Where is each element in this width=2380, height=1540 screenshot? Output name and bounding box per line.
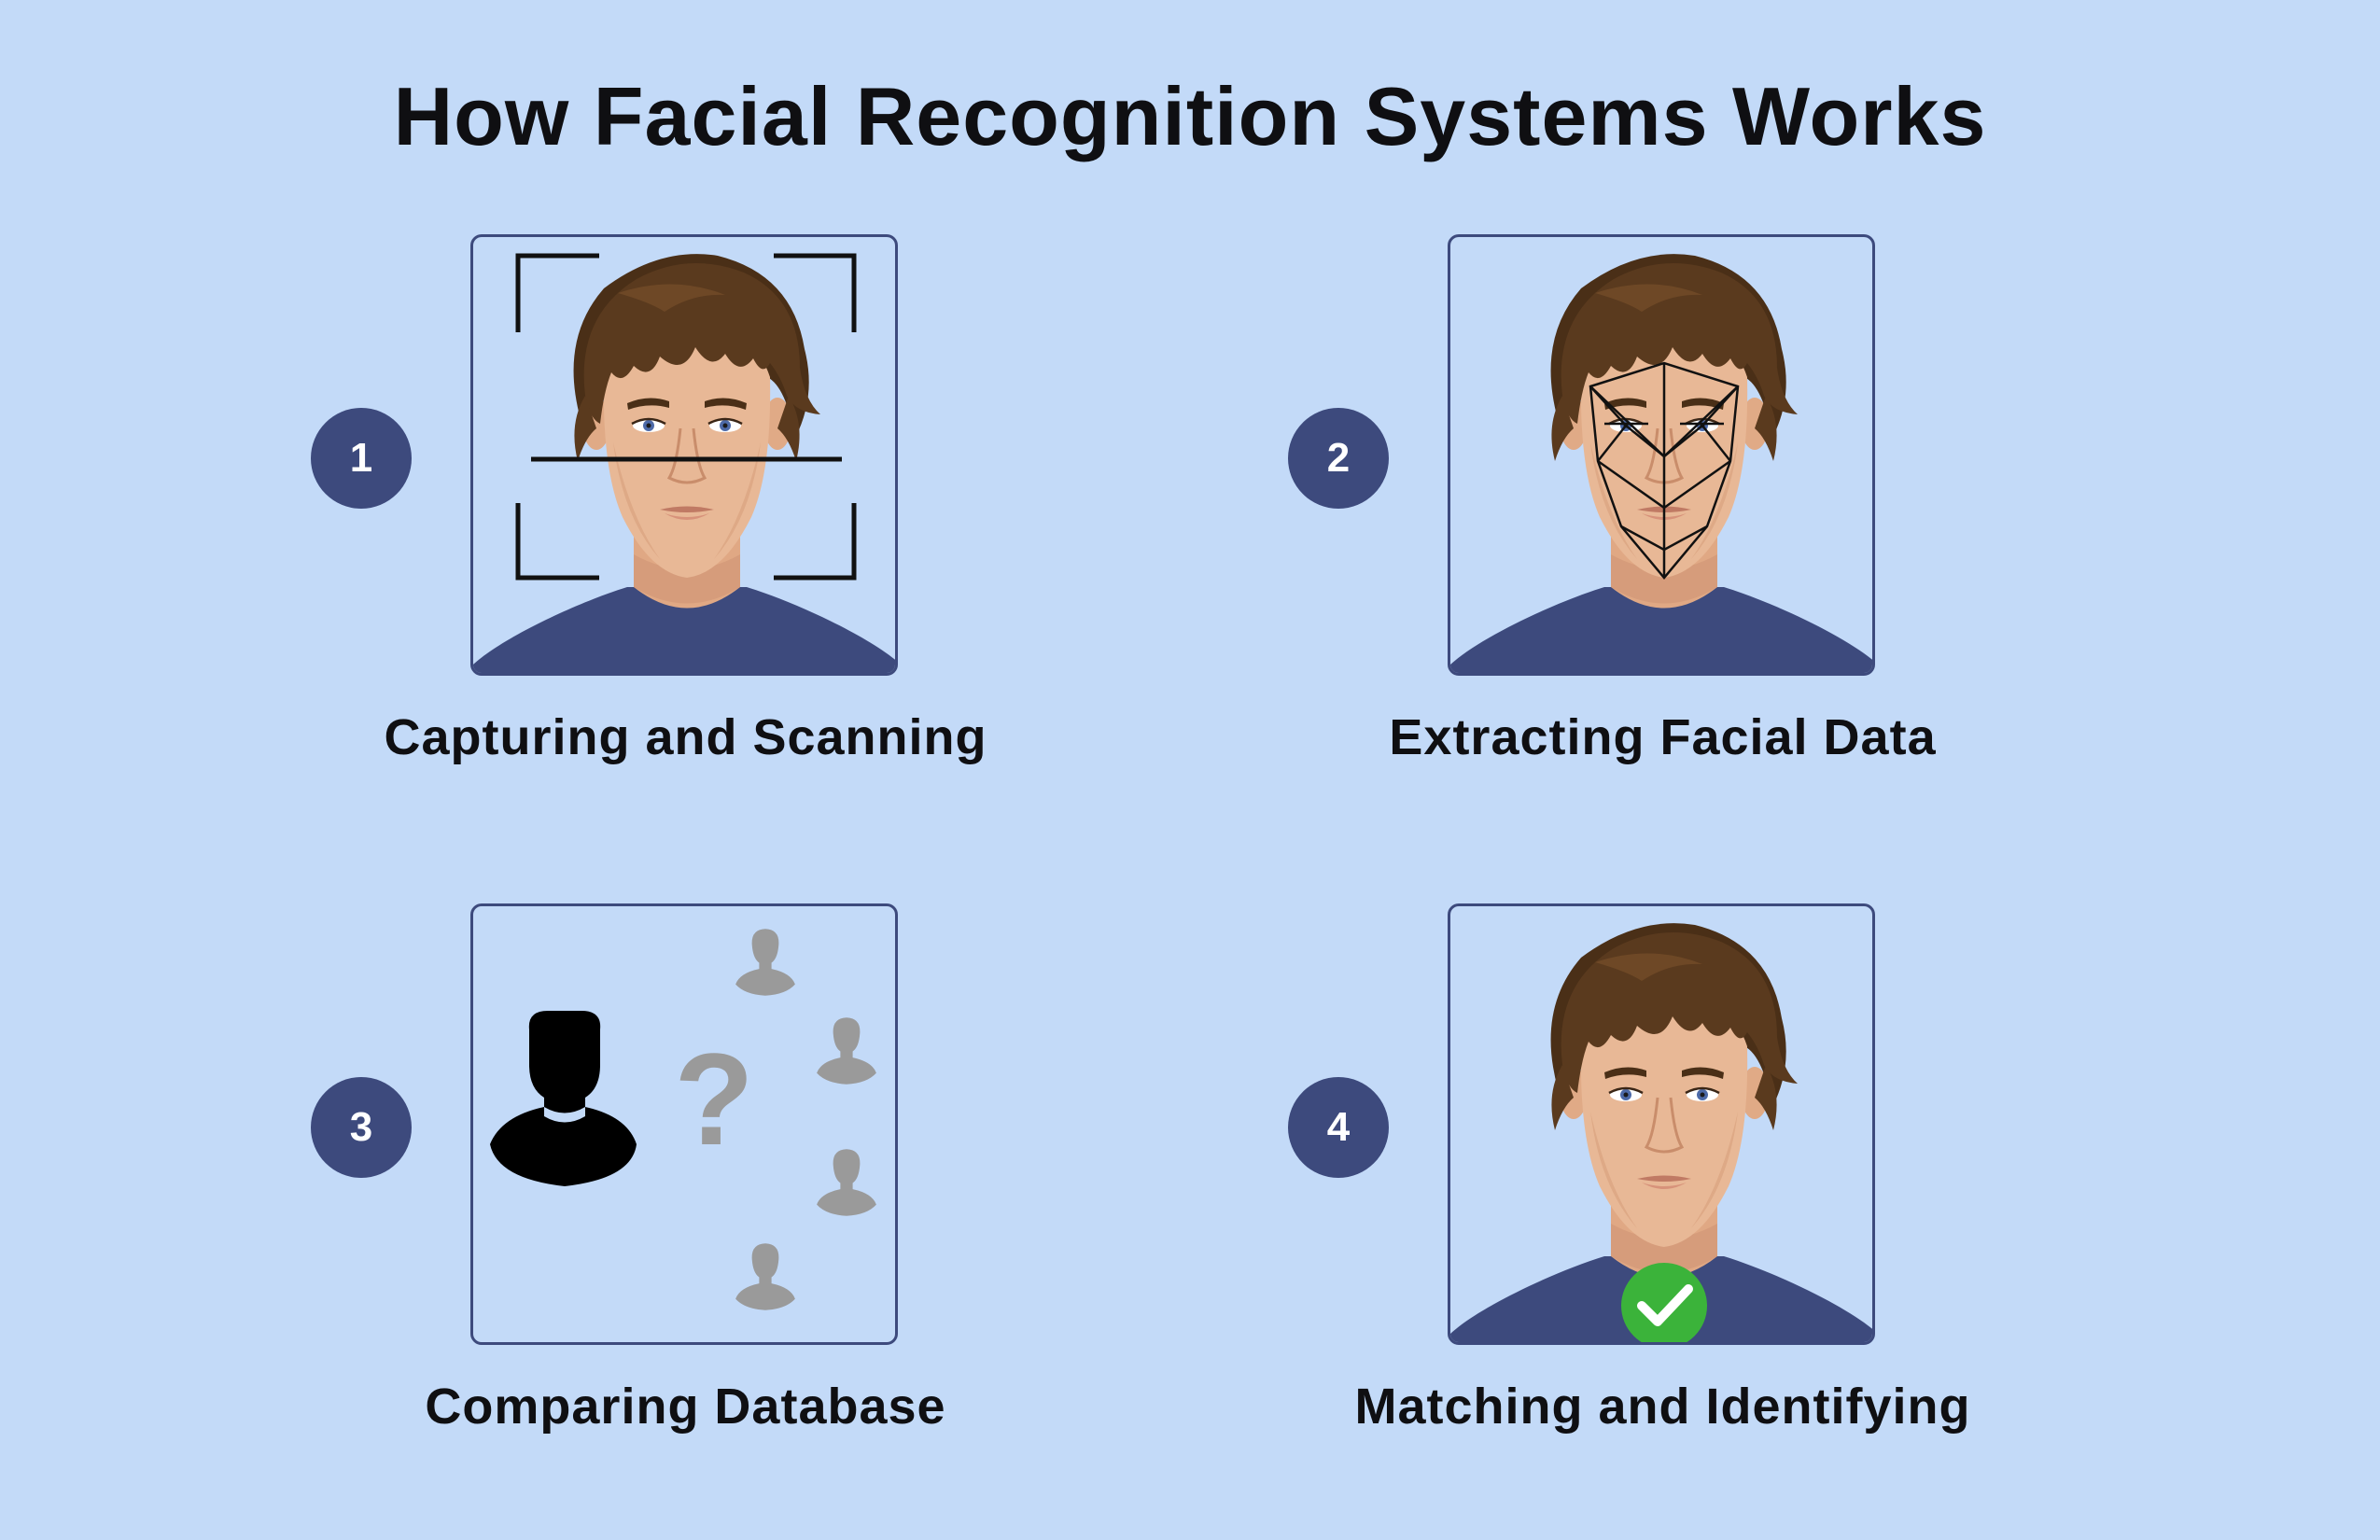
- database-compare-illustration: ?: [470, 903, 898, 1345]
- face-mesh-illustration: [1448, 234, 1875, 676]
- database-person-icon: [817, 1149, 876, 1216]
- step-caption: Extracting Facial Data: [1389, 709, 1937, 765]
- database-person-icon: [735, 929, 795, 996]
- database-person-icon: [817, 1017, 876, 1085]
- step-caption: Matching and Identifying: [1354, 1379, 1971, 1435]
- step-number-badge: 1: [311, 408, 412, 509]
- face-match-illustration: [1448, 903, 1875, 1345]
- step-number-badge: 3: [311, 1077, 412, 1178]
- page-title: How Facial Recognition Systems Works: [393, 70, 1987, 162]
- question-mark-icon: ?: [674, 1026, 754, 1172]
- facial-landmark-mesh: [1589, 361, 1740, 580]
- scan-corner-brackets: [515, 253, 857, 581]
- step-number-badge: 2: [1288, 408, 1389, 509]
- step-caption: Capturing and Scanning: [384, 709, 987, 765]
- step-caption: Comparing Database: [425, 1379, 946, 1435]
- unknown-person-icon: [490, 1011, 637, 1186]
- step-number-badge: 4: [1288, 1077, 1389, 1178]
- check-mark-icon: [1621, 1263, 1707, 1342]
- database-person-icon: [735, 1243, 795, 1310]
- face-scan-illustration: [470, 234, 898, 676]
